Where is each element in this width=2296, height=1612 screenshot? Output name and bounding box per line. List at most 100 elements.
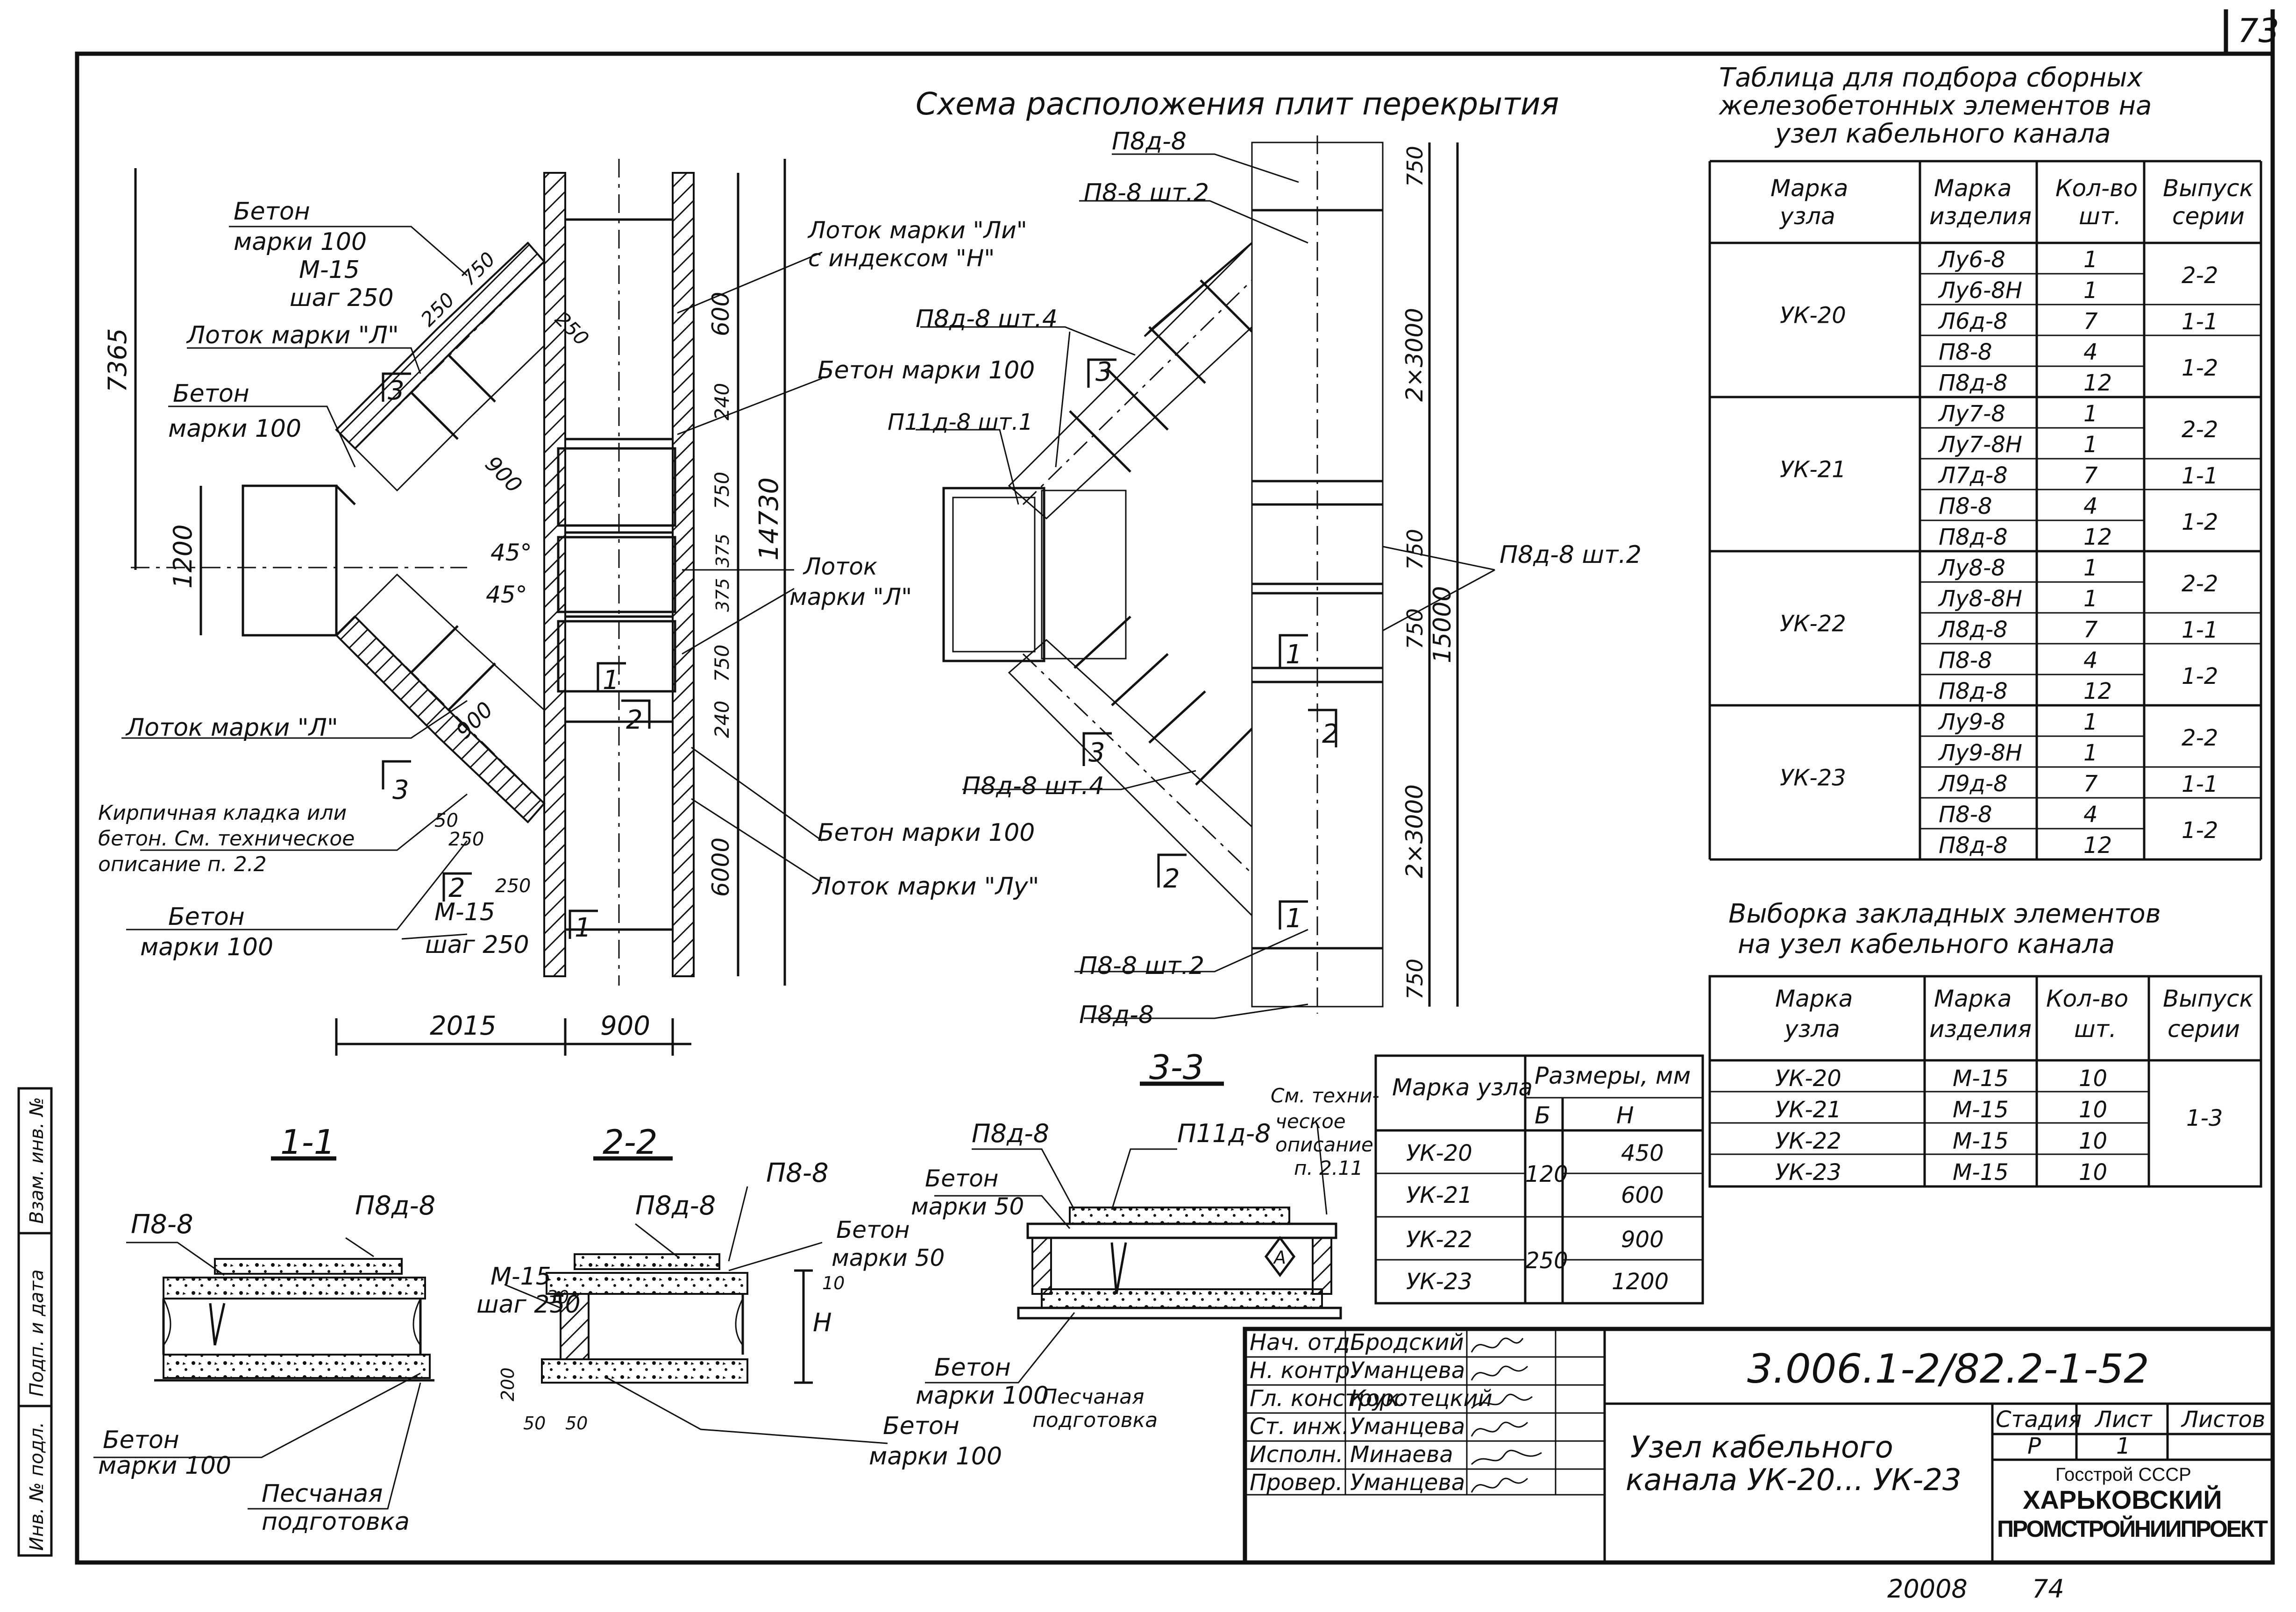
left-label-tray-grade: марки "Л" bbox=[789, 583, 912, 611]
section-2-2-label-concrete50: Бетон bbox=[836, 1216, 910, 1243]
section-3-3-note-3: описание bbox=[1275, 1133, 1373, 1156]
tb-sheet: 1 bbox=[2116, 1433, 2131, 1459]
left-label-with-index: с индексом "Н" bbox=[808, 245, 995, 272]
table1-item-2-2: Л8д-8 bbox=[1938, 617, 2008, 643]
left-angle-45b: 45° bbox=[486, 581, 527, 608]
section-2-2-dim-10: 10 bbox=[822, 1273, 845, 1293]
table1-item-3-2: Л9д-8 bbox=[1938, 771, 2008, 797]
table1-item-1-1: Лу7-8Н bbox=[1938, 432, 2022, 458]
right-dim-750d: 750 bbox=[1402, 959, 1428, 1000]
tb-name-5: Уманцева bbox=[1350, 1470, 1465, 1496]
table2-header-node-2: узла bbox=[1784, 1015, 1840, 1043]
tb-name-1: Уманцева bbox=[1350, 1357, 1465, 1384]
left-section-marks: 3 1 2 3 2 1 bbox=[382, 372, 651, 943]
section-1-1-label-p88: П8-8 bbox=[131, 1209, 193, 1240]
section-1-1-label-base: подготовка bbox=[262, 1508, 410, 1536]
section-2-2-dim-50a: 50 bbox=[523, 1413, 546, 1434]
table1-qty-2-3: 4 bbox=[2083, 647, 2098, 674]
right-section-mark-1b: 1 bbox=[1286, 903, 1302, 934]
left-label-brick-2: бетон. См. техническое bbox=[98, 827, 355, 851]
section-2-2-label-m15: М-15 bbox=[490, 1263, 551, 1291]
table1-item-0-1: Лу6-8Н bbox=[1938, 277, 2022, 304]
table3-r2-node: УК-22 bbox=[1406, 1227, 1472, 1253]
left-label-tray: Лоток bbox=[803, 553, 877, 580]
tb-signature-5 bbox=[1471, 1477, 1528, 1493]
tb-signature-0 bbox=[1471, 1337, 1524, 1353]
table3-header-b: Б bbox=[1535, 1102, 1550, 1129]
table1-item-1-4: П8д-8 bbox=[1939, 524, 2008, 550]
table2-r1-qty: 10 bbox=[2079, 1097, 2107, 1123]
left-label-brick-3: описание п. 2.2 bbox=[98, 852, 267, 876]
table-embedded-elements: Выборка закладных элементов на узел кабе… bbox=[1708, 899, 2262, 1188]
right-dim-750c: 750 bbox=[1402, 608, 1428, 649]
table1-node-0: УК-20 bbox=[1780, 303, 1846, 329]
tb-signature-3 bbox=[1471, 1421, 1528, 1437]
table2-r3-node: УК-23 bbox=[1775, 1159, 1841, 1186]
table1-header-series-2: серии bbox=[2172, 203, 2245, 230]
tb-title-line1: Узел кабельного bbox=[1630, 1430, 1893, 1465]
table1-title-line3: узел кабельного канала bbox=[1774, 119, 2111, 149]
table2-r2-node: УК-22 bbox=[1775, 1128, 1841, 1154]
left-dim-375b: 375 bbox=[712, 578, 733, 612]
section-3-3-label-p8d8: П8д-8 bbox=[972, 1119, 1049, 1148]
section-3-3-label-base: подготовка bbox=[1032, 1408, 1158, 1432]
right-label-p8d8-4-bottom: П8д-8 шт.4 bbox=[962, 772, 1104, 800]
right-label-p8d8-top: П8д-8 bbox=[1112, 128, 1187, 156]
table1-item-2-0: Лу8-8 bbox=[1938, 555, 2005, 581]
table1-qty-3-4: 12 bbox=[2083, 832, 2112, 859]
left-label-tray-lu-h: Лоток марки "Ли" bbox=[807, 217, 1027, 244]
table1-qty-0-4: 12 bbox=[2083, 370, 2112, 396]
table1-header-node-2: узла bbox=[1779, 203, 1835, 230]
table1-qty-3-3: 4 bbox=[2083, 802, 2098, 828]
side-stamps: Взам. инв. № Подп. и дата Инв. № подл. bbox=[17, 1087, 53, 1557]
right-label-p8d8-2: П8д-8 шт.2 bbox=[1500, 541, 1642, 569]
left-label-concrete-2: Бетон bbox=[173, 380, 249, 408]
table1-node-1: УК-21 bbox=[1780, 457, 1846, 483]
table3-r2-h: 900 bbox=[1621, 1227, 1664, 1253]
footer-number: 20008 bbox=[1887, 1574, 1968, 1604]
right-dim-750a: 750 bbox=[1402, 146, 1428, 187]
plan-title: Схема расположения плит перекрытия bbox=[916, 86, 1559, 122]
left-label-concrete-3: Бетон марки 100 bbox=[817, 356, 1035, 384]
table1-header-node-1: Марка bbox=[1770, 175, 1848, 202]
left-label-concrete-4: Бетон bbox=[168, 903, 245, 931]
table2-header-qty-2: шт. bbox=[2074, 1015, 2117, 1043]
left-label-tray-lu: Лоток марки "Лу" bbox=[812, 873, 1039, 901]
table3-r0-h: 450 bbox=[1621, 1140, 1664, 1166]
table2-title-line2: на узел кабельного канала bbox=[1738, 929, 2115, 959]
tb-name-3: Уманцева bbox=[1350, 1413, 1465, 1440]
table1-item-3-3: П8-8 bbox=[1939, 802, 1992, 828]
section-2-2-dim-200: 200 bbox=[498, 1367, 518, 1401]
table2-header-series-2: серии bbox=[2168, 1015, 2240, 1043]
left-label-concrete-grade-4: марки 100 bbox=[140, 933, 273, 961]
table1-qty-3-0: 1 bbox=[2083, 709, 2098, 735]
tb-org-1: Госстрой СССР bbox=[2055, 1464, 2191, 1485]
left-dim-7365: 7365 bbox=[103, 328, 132, 392]
right-label-p11d8: П11д-8 шт.1 bbox=[888, 409, 1033, 435]
table1-item-0-4: П8д-8 bbox=[1939, 370, 2008, 396]
table1-header-qty-2: шт. bbox=[2079, 203, 2121, 230]
table1-qty-1-0: 1 bbox=[2083, 401, 2098, 427]
tb-role-4: Исполн. bbox=[1250, 1442, 1343, 1468]
tb-signature-1 bbox=[1471, 1365, 1528, 1381]
table1-series-a-0: 2-2 bbox=[2182, 263, 2218, 289]
left-label-concrete-1: Бетон bbox=[234, 198, 310, 226]
section-2-2-label-concrete100: Бетон bbox=[883, 1412, 960, 1440]
table1-item-1-3: П8-8 bbox=[1939, 493, 1992, 519]
section-2-2-label-step: шаг 250 bbox=[476, 1291, 581, 1319]
left-label-concrete-grade-2: марки 100 bbox=[168, 415, 301, 443]
tb-role-1: Н. контр. bbox=[1250, 1357, 1357, 1384]
table1-qty-0-0: 1 bbox=[2083, 247, 2098, 273]
section-3-3-title: 3-3 bbox=[1149, 1048, 1204, 1087]
table2-header-series-1: Выпуск bbox=[2163, 985, 2253, 1012]
left-dim-14730: 14730 bbox=[754, 477, 784, 561]
right-label-p88-2-top: П8-8 шт.2 bbox=[1084, 179, 1209, 207]
left-label-tray-l-2: Лоток марки "Л" bbox=[125, 714, 338, 742]
table3-header-size: Размеры, мм bbox=[1535, 1062, 1691, 1089]
left-section-mark-2b: 2 bbox=[448, 873, 465, 903]
tb-org-2: ХАРЬКОВСКИЙ bbox=[2023, 1485, 2222, 1514]
section-2-2: 2-2 Н 10 30 200 50 50 П8д-8 П8-8 Бетон м… bbox=[476, 1122, 1002, 1470]
left-dim-250d: 250 bbox=[495, 875, 531, 897]
table2-r1-item: М-15 bbox=[1953, 1097, 2009, 1123]
